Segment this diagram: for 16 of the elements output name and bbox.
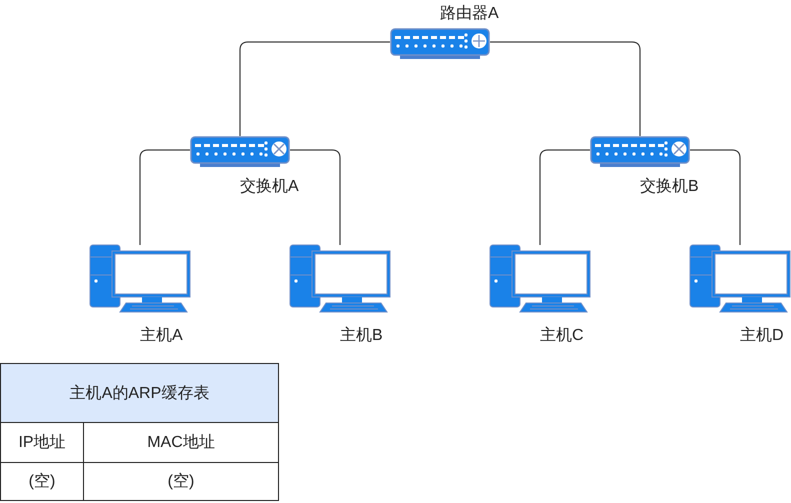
device-label: 主机D	[740, 327, 784, 345]
connector-line	[140, 150, 190, 246]
connector-line	[240, 42, 390, 136]
connector-line	[290, 150, 340, 246]
device-label: 主机B	[340, 327, 383, 345]
device-label: 主机A	[140, 327, 183, 345]
device-label: 交换机B	[640, 178, 699, 196]
table-cell: (空)	[83, 462, 279, 501]
connector-line	[490, 42, 640, 136]
device-label: 主机C	[540, 327, 584, 345]
connector-line	[690, 150, 740, 246]
table-header-cell: 主机A的ARP缓存表	[0, 363, 279, 423]
device-label: 交换机A	[240, 178, 299, 196]
connector-line	[540, 150, 590, 246]
table-cell: (空)	[0, 462, 84, 501]
device-label: 路由器A	[440, 5, 499, 23]
